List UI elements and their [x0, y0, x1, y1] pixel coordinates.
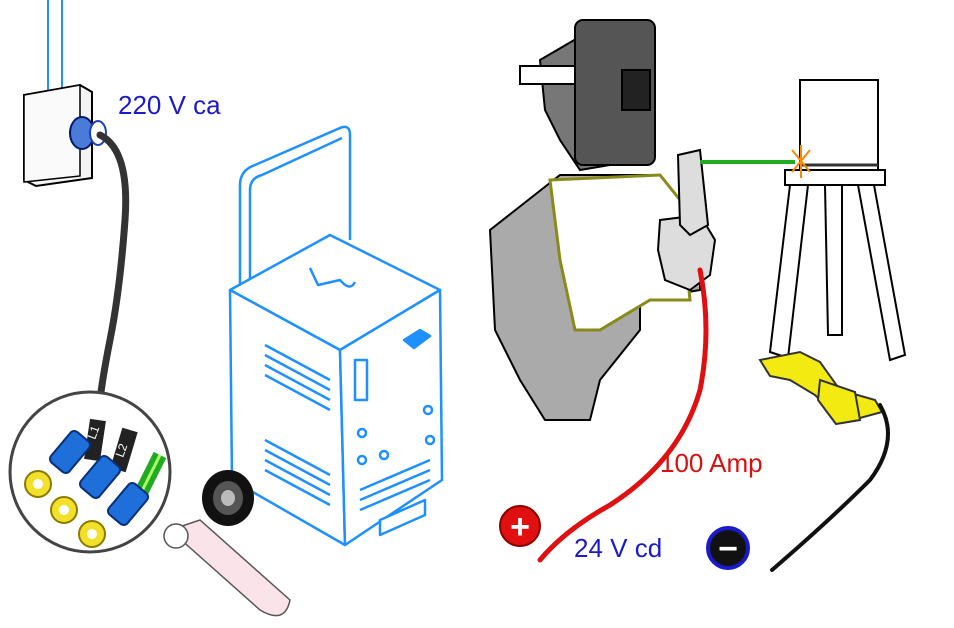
workpiece-stand: [768, 79, 907, 362]
terminal-lug-3: [78, 482, 150, 548]
welding-machine: [228, 125, 444, 547]
machine-wheel: [202, 470, 254, 526]
positive-symbol: +: [510, 508, 530, 546]
terminal-lug-1: [24, 430, 92, 498]
positive-cable: [537, 267, 709, 563]
magnifier-lens: [8, 390, 291, 617]
ground-clamp: [758, 350, 884, 426]
ground-cable: [770, 403, 890, 572]
mains-cable: [94, 131, 130, 424]
current-label: 100 Amp: [660, 448, 763, 478]
output-voltage-label: 24 V cd: [574, 533, 663, 563]
wire-tag-l2: L2: [113, 441, 131, 459]
wire-tag-l1: L1: [85, 423, 103, 441]
welding-spark: [791, 145, 811, 178]
positive-polarity-icon: +: [499, 505, 541, 547]
negative-symbol: −: [718, 530, 738, 568]
wall-outlet: [23, 0, 107, 188]
mains-voltage-label: 220 V ca: [118, 90, 221, 120]
negative-polarity-icon: −: [706, 526, 750, 570]
welder-figure: [488, 19, 717, 421]
terminal-lug-2: [50, 455, 122, 524]
